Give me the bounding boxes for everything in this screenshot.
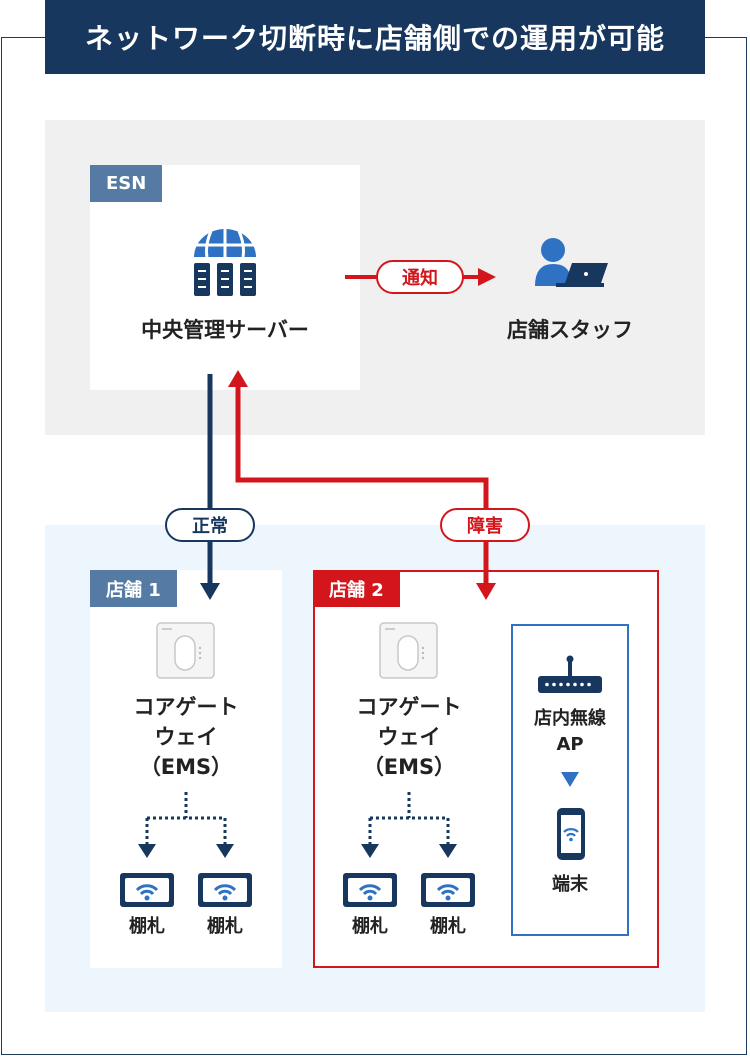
ap-label-line2: AP <box>556 734 584 755</box>
ap-label-line1: 店内無線 <box>534 708 606 729</box>
shelf-label: 棚札 <box>430 916 466 937</box>
gateway-label-line3: （EMS） <box>139 755 233 779</box>
failure-link <box>235 385 489 585</box>
shelf-label: 棚札 <box>207 916 243 937</box>
shelf-tag-icon <box>421 873 475 907</box>
terminal-label: 端末 <box>552 874 588 895</box>
page-title: ネットワーク切断時に店舗側での運用が可能 <box>45 0 705 74</box>
shelf-label: 棚札 <box>352 916 388 937</box>
server-icon <box>194 229 256 296</box>
shelf-tag-icon <box>198 873 252 907</box>
store2-dotted-tree <box>368 792 450 845</box>
shelf-label: 棚札 <box>129 916 165 937</box>
server-label: 中央管理サーバー <box>141 318 309 342</box>
gateway-label-line2: ウェイ <box>154 725 218 749</box>
staff-label: 店舗スタッフ <box>507 318 633 342</box>
shelf-tag-icon <box>343 873 397 907</box>
gateway-label-line3: （EMS） <box>362 755 456 779</box>
store2-gateway-label: コアゲート ウェイ （EMS） <box>313 692 505 782</box>
failure-pill: 障害 <box>440 508 530 542</box>
ap-label: 店内無線 AP <box>511 706 629 758</box>
gateway-icon <box>156 622 215 679</box>
gateway-icon <box>379 622 438 679</box>
store2-tag: 店舗 2 <box>313 570 400 607</box>
gateway-label-line2: ウェイ <box>377 725 441 749</box>
ap-to-terminal-arrow <box>561 772 579 787</box>
normal-pill: 正常 <box>165 508 255 542</box>
esn-tag: ESN <box>90 165 163 202</box>
router-icon <box>538 655 602 693</box>
store1-dotted-tree <box>145 792 227 845</box>
store1-tag: 店舗 1 <box>90 570 177 607</box>
gateway-label-line1: コアゲート <box>133 695 239 719</box>
phone-icon <box>557 808 585 860</box>
notify-pill: 通知 <box>376 260 464 294</box>
staff-icon <box>535 238 608 287</box>
store1-gateway-label: コアゲート ウェイ （EMS） <box>90 692 282 782</box>
gateway-label-line1: コアゲート <box>356 695 462 719</box>
shelf-tag-icon <box>120 873 174 907</box>
